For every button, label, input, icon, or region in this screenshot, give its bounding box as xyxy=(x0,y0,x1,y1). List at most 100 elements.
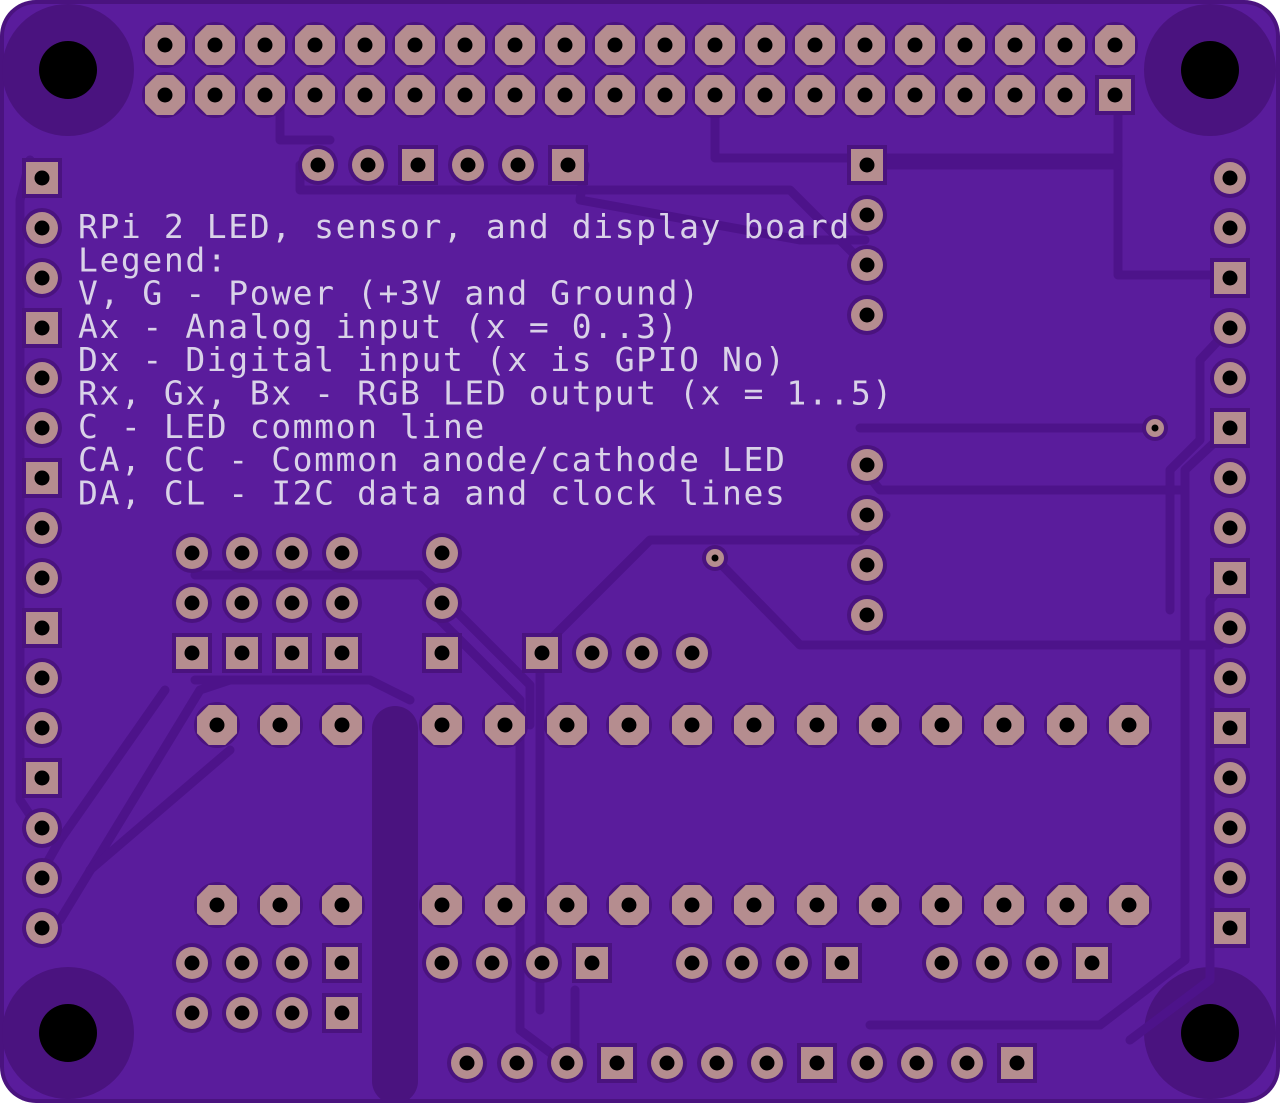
pad xyxy=(442,22,488,68)
pad xyxy=(194,702,240,748)
pad xyxy=(794,702,840,748)
pad xyxy=(322,533,362,573)
pad xyxy=(792,72,838,118)
pad xyxy=(272,533,312,573)
pad xyxy=(419,882,465,928)
pad xyxy=(981,882,1027,928)
pad xyxy=(22,308,62,348)
silkscreen-text: RPi 2 LED, sensor, and display boardLege… xyxy=(78,207,892,512)
pad xyxy=(172,633,212,673)
pad xyxy=(572,943,612,983)
pad xyxy=(497,1043,537,1083)
pad xyxy=(319,882,365,928)
pad xyxy=(398,145,438,185)
pad xyxy=(1210,158,1250,198)
pad xyxy=(544,882,590,928)
pad xyxy=(447,1043,487,1083)
pad xyxy=(1210,758,1250,798)
pad xyxy=(22,808,62,848)
pad xyxy=(492,22,538,68)
pad xyxy=(592,22,638,68)
pad xyxy=(856,882,902,928)
pad xyxy=(222,633,262,673)
pad xyxy=(731,882,777,928)
pad xyxy=(856,702,902,748)
pad xyxy=(847,495,887,535)
silkscreen-line: C - LED common line xyxy=(78,407,486,446)
pad xyxy=(1210,608,1250,648)
pad xyxy=(722,943,762,983)
trace xyxy=(85,745,235,875)
pad xyxy=(847,145,887,185)
pad xyxy=(22,558,62,598)
pad xyxy=(772,943,812,983)
pad xyxy=(822,943,862,983)
pad xyxy=(1210,458,1250,498)
pad xyxy=(672,943,712,983)
pad xyxy=(272,943,312,983)
trace xyxy=(710,553,1225,650)
pad xyxy=(222,993,262,1033)
silkscreen-line: Ax - Analog input (x = 0..3) xyxy=(78,307,679,346)
pad xyxy=(547,1043,587,1083)
silkscreen-line: V, G - Power (+3V and Ground) xyxy=(78,274,701,313)
pad xyxy=(22,758,62,798)
silkscreen-line: RPi 2 LED, sensor, and display board xyxy=(78,207,851,246)
pad xyxy=(847,1043,887,1083)
pad xyxy=(972,943,1012,983)
pad xyxy=(792,22,838,68)
trace xyxy=(1165,323,1235,615)
pad xyxy=(342,22,388,68)
pad xyxy=(1210,558,1250,598)
pad xyxy=(997,1043,1037,1083)
pad xyxy=(942,72,988,118)
pad xyxy=(731,702,777,748)
pad xyxy=(22,208,62,248)
pad xyxy=(257,882,303,928)
pad xyxy=(422,633,462,673)
mounting-hole xyxy=(39,1004,97,1062)
pad xyxy=(622,633,662,673)
pad xyxy=(606,882,652,928)
pad xyxy=(797,1043,837,1083)
pad xyxy=(22,408,62,448)
pad xyxy=(847,545,887,585)
mounting-hole xyxy=(1181,41,1239,99)
pad xyxy=(482,882,528,928)
pad xyxy=(1210,308,1250,348)
pad xyxy=(847,245,887,285)
pad xyxy=(747,1043,787,1083)
via-hole xyxy=(1151,424,1159,432)
pad xyxy=(1042,72,1088,118)
pad xyxy=(1210,258,1250,298)
pad xyxy=(692,72,738,118)
pad xyxy=(642,72,688,118)
pad xyxy=(257,702,303,748)
pad xyxy=(322,993,362,1033)
pad xyxy=(847,595,887,635)
via-hole xyxy=(711,554,719,562)
pad xyxy=(922,943,962,983)
pad xyxy=(272,993,312,1033)
pad xyxy=(348,145,388,185)
pad xyxy=(298,145,338,185)
pad xyxy=(142,72,188,118)
board-slot xyxy=(372,706,418,1103)
pad xyxy=(192,72,238,118)
pad xyxy=(697,1043,737,1083)
pad xyxy=(1095,75,1135,115)
pad xyxy=(1044,702,1090,748)
pad xyxy=(192,22,238,68)
pad xyxy=(1106,702,1152,748)
pad xyxy=(319,702,365,748)
pad xyxy=(22,358,62,398)
pad xyxy=(419,702,465,748)
pad xyxy=(742,72,788,118)
pad xyxy=(742,22,788,68)
pad xyxy=(847,445,887,485)
vias xyxy=(702,415,1168,571)
pad xyxy=(392,72,438,118)
pad xyxy=(22,658,62,698)
pad xyxy=(342,72,388,118)
